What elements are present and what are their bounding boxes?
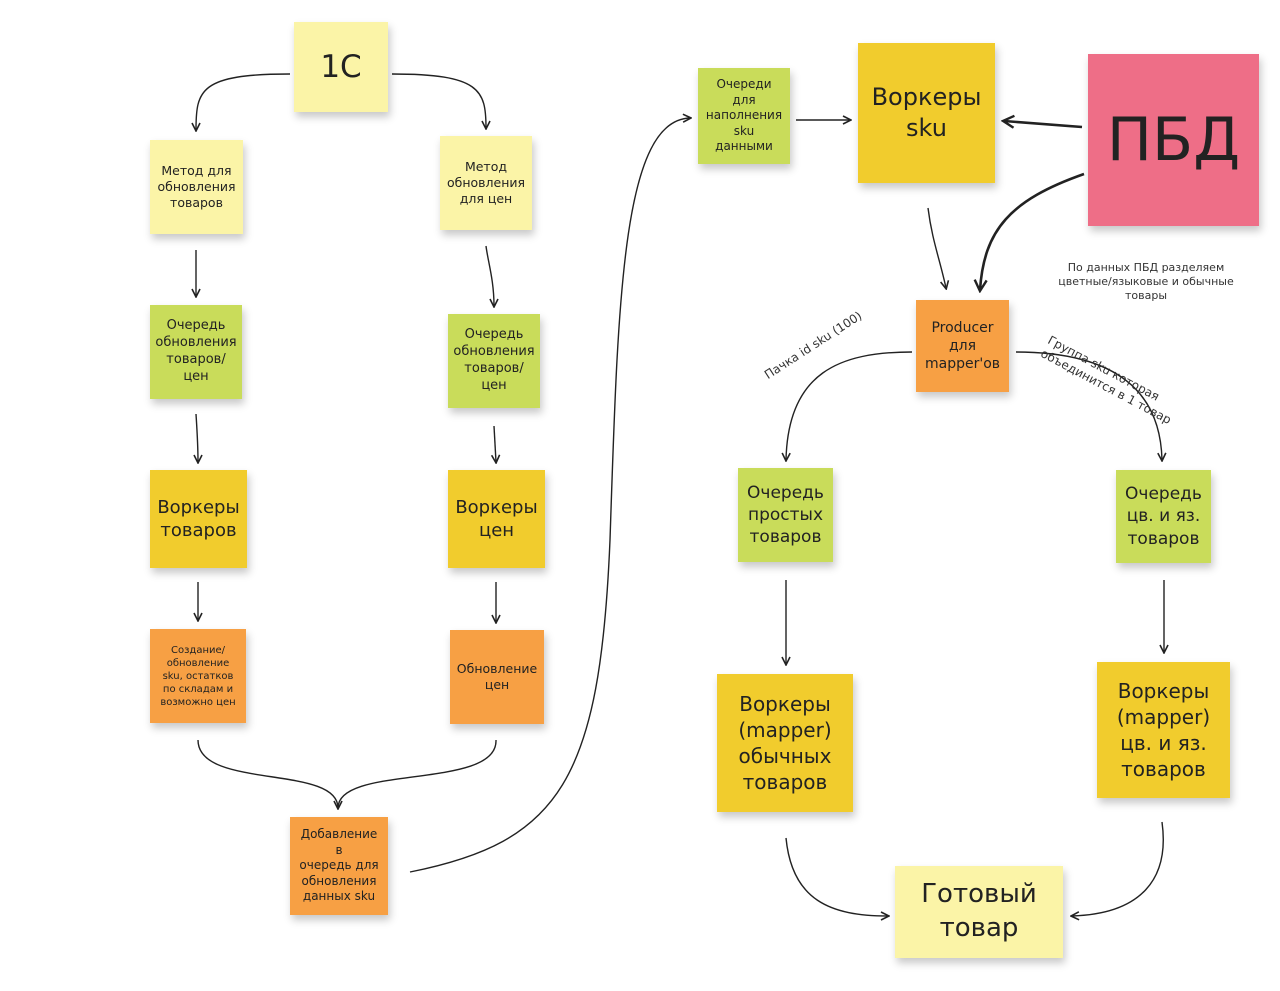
note-queue-goods-prices-mid[interactable]: Очередь обновления товаров/ цен (448, 314, 540, 408)
note-create-update-sku[interactable]: Создание/ обновление sku, остатков по ск… (150, 629, 246, 723)
arrow-1c-to-method-goods (196, 73, 291, 130)
note-queue-simple-goods[interactable]: Очередь простых товаров (738, 468, 833, 562)
note-pbd[interactable]: ПБД (1088, 54, 1259, 226)
arrow-mapper-color-to-ready (1072, 821, 1164, 916)
batch-label: Пачка id sku (100) (761, 308, 865, 382)
note-producer-mappers[interactable]: Producer для mapper'ов (916, 300, 1009, 392)
note-update-prices[interactable]: Обновление цен (450, 630, 544, 724)
arrow-queue-left-to-workers (196, 413, 198, 462)
group-label: Группа sku которая объединится в 1 товар (1038, 333, 1174, 428)
arrow-workers-sku-to-producer (927, 207, 946, 288)
note-queue-color-goods[interactable]: Очередь цв. и яз. товаров (1116, 470, 1211, 563)
arrow-queue-mid-to-workers (494, 425, 496, 462)
arrow-pbd-to-workers-sku (1004, 121, 1083, 127)
note-workers-goods[interactable]: Воркеры товаров (150, 470, 247, 568)
arrow-producer-to-queue-simple (786, 351, 913, 460)
note-mapper-simple-goods[interactable]: Воркеры (mapper) обычных товаров (717, 674, 853, 812)
note-workers-prices[interactable]: Воркеры цен (448, 470, 545, 568)
note-sku-fill-queues[interactable]: Очереди для наполнения sku данными (698, 68, 790, 164)
arrow-mapper-simple-to-ready (785, 837, 888, 916)
note-1c[interactable]: 1C (294, 22, 388, 112)
note-ready-product[interactable]: Готовый товар (895, 866, 1063, 958)
note-mapper-color-goods[interactable]: Воркеры (mapper) цв. и яз. товаров (1097, 662, 1230, 798)
pbd-split-note: По данных ПБД разделяем цветные/языковые… (1058, 261, 1234, 302)
note-method-goods[interactable]: Метод для обновления товаров (150, 140, 243, 234)
arrow-method-prices-to-queue (485, 245, 494, 306)
note-workers-sku[interactable]: Воркеры sku (858, 43, 995, 183)
note-queue-goods-prices-left[interactable]: Очередь обновления товаров/ цен (150, 305, 242, 399)
arrow-1c-to-method-prices (391, 73, 486, 128)
note-add-to-sku-queue[interactable]: Добавление в очередь для обновления данн… (290, 817, 388, 915)
arrow-merge-to-add-queue (197, 739, 497, 808)
note-method-prices[interactable]: Метод обновления для цен (440, 136, 532, 230)
